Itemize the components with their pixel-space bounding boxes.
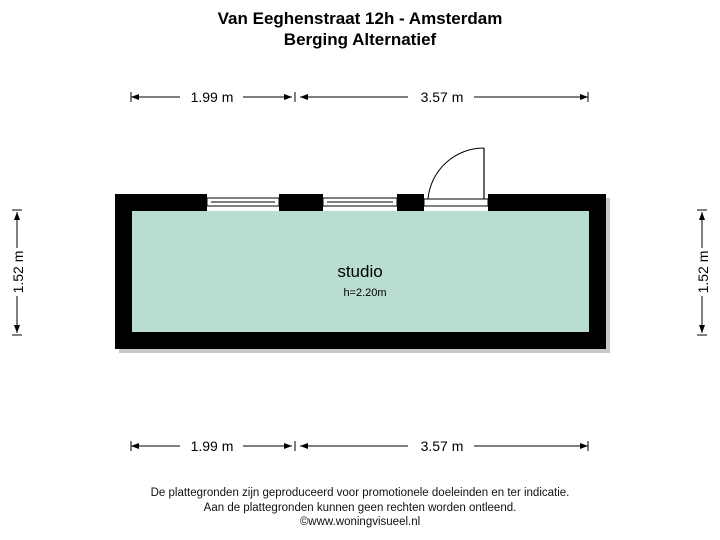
title-block: Van Eeghenstraat 12h - Amsterdam Berging… [0, 8, 720, 50]
room-name-label: studio [337, 262, 382, 281]
dimension-left: 1.52 m [10, 209, 26, 336]
room-floor [132, 211, 589, 332]
room-height-label: h=2.20m [343, 287, 386, 299]
dim-label-left: 1.52 m [10, 251, 26, 294]
dimension-top: 1.99 m 3.57 m [130, 89, 589, 105]
dim-label-bottom-right: 3.57 m [421, 438, 464, 454]
dimension-bottom: 1.99 m 3.57 m [130, 438, 589, 454]
page-title: Van Eeghenstraat 12h - Amsterdam [217, 9, 503, 28]
dimension-right: 1.52 m [695, 209, 711, 336]
copyright-link[interactable]: ©www.woningvisueel.nl [299, 516, 421, 528]
dim-label-bottom-left: 1.99 m [191, 438, 234, 454]
door-swing-arc [427, 147, 485, 200]
disclaimer-footer: De plattegronden zijn geproduceerd voor … [0, 486, 720, 530]
door-threshold [423, 198, 489, 207]
window-frame [322, 197, 398, 207]
window-frame [206, 197, 280, 207]
dim-label-top-left: 1.99 m [191, 89, 234, 105]
disclaimer-line-1: De plattegronden zijn geproduceerd voor … [150, 487, 570, 499]
dim-label-right: 1.52 m [695, 251, 711, 294]
disclaimer-line-2: Aan de plattegronden kunnen geen rechten… [203, 501, 517, 514]
window-left [206, 194, 280, 211]
door [423, 147, 489, 211]
room-studio: studio h=2.20m [115, 147, 610, 353]
window-middle [322, 194, 398, 211]
dim-label-top-right: 3.57 m [421, 89, 464, 105]
page-subtitle: Berging Alternatief [283, 30, 437, 49]
door-opening [424, 194, 488, 211]
